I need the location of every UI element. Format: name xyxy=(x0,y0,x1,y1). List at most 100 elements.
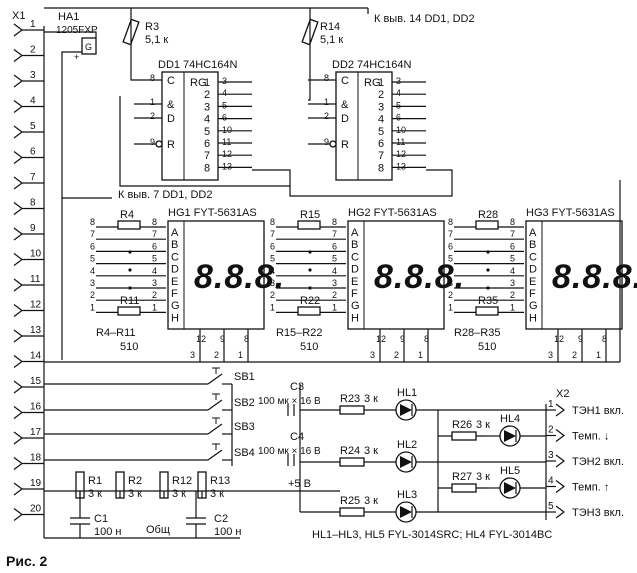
resistor-r14: R14 5,1 к xyxy=(301,18,343,46)
x1-pin-number: 8 xyxy=(30,198,36,209)
digit-pin-label: 9 xyxy=(578,334,583,344)
segment-letter: C xyxy=(529,251,537,263)
buzzer-ha1: HA1 1205FXP G + xyxy=(44,11,98,360)
register-output-bit: 6 xyxy=(204,138,210,150)
segment-pin-right: 8 xyxy=(332,217,337,227)
x1-pin-contact xyxy=(13,457,23,470)
c1-ref: C1 xyxy=(94,513,108,525)
capacitor-c3: C3 100 мк × 16 В xyxy=(258,381,321,416)
resistor-first xyxy=(475,220,499,230)
x2-pin-number: 4 xyxy=(548,476,554,487)
led-arrow xyxy=(504,430,516,442)
register-body xyxy=(335,71,393,181)
resistor-first xyxy=(117,220,141,230)
register-output-bit: 1 xyxy=(204,77,210,89)
indicator-title: HG2 FYT-5631AS xyxy=(348,207,437,219)
segment-pin-left: 6 xyxy=(448,241,453,251)
segment-pin-left: 3 xyxy=(90,278,95,288)
register-reset-bubble xyxy=(155,140,163,148)
c3-ref: C3 xyxy=(290,381,304,393)
button-sb3[interactable]: SB3 xyxy=(44,417,255,435)
segment-letter: D xyxy=(351,264,359,276)
button-contact xyxy=(207,373,223,385)
register-output-pin: 13 xyxy=(396,161,406,171)
x1-pin-number: 15 xyxy=(30,376,42,387)
digit-pin-label: 8 xyxy=(602,334,607,344)
led-resistor-ref: R25 xyxy=(340,495,360,507)
register-output-pin: 4 xyxy=(396,88,401,98)
led-resistor-value: 3 к xyxy=(476,471,490,483)
segment-pin-right: 4 xyxy=(332,266,337,276)
button-sb2[interactable]: SB2 xyxy=(44,393,255,411)
x1-pin-contact xyxy=(13,380,23,394)
register-title: DD1 74HC164N xyxy=(158,59,238,71)
segment-pin-left: 4 xyxy=(448,266,453,276)
segment-letter: G xyxy=(529,300,538,312)
segment-pin-left: 4 xyxy=(90,266,95,276)
button-sb4[interactable]: SB4 xyxy=(44,443,255,461)
register-output-bit: 1 xyxy=(378,77,384,89)
register-output-bit: 4 xyxy=(378,114,384,126)
x1-pin-number: 11 xyxy=(30,274,41,285)
register-input-pin: 2 xyxy=(150,111,155,121)
digit-number-label: 1 xyxy=(596,350,601,360)
digit-pin-label: 12 xyxy=(376,334,386,344)
segment-pin-right: 1 xyxy=(510,302,515,312)
x1-pin-number: 12 xyxy=(30,300,42,311)
x1-pin-contact xyxy=(13,49,23,62)
register-output-pin: 11 xyxy=(222,137,231,147)
button-label: SB1 xyxy=(234,371,255,383)
resistor-first-ref: R4 xyxy=(120,209,134,221)
capacitor-c1: C1 100 н xyxy=(70,513,121,538)
led-ref: HL2 xyxy=(397,439,417,451)
led-resistor xyxy=(451,483,477,493)
button-label: SB4 xyxy=(234,447,255,459)
x1-pin-contact xyxy=(13,125,23,139)
digit-pin-label: 12 xyxy=(196,334,206,344)
segment-pin-right: 3 xyxy=(152,278,157,288)
x1-pin-contact xyxy=(13,482,23,496)
register-input-label: & xyxy=(167,99,175,111)
clock-bus xyxy=(119,96,290,187)
digit-number-label: 2 xyxy=(394,350,399,360)
digit-pin-label: 9 xyxy=(220,334,225,344)
segment-pin-left: 5 xyxy=(448,254,453,264)
digit-number-label: 2 xyxy=(572,350,577,360)
segment-pin-right: 5 xyxy=(152,254,157,264)
segment-pin-right: 6 xyxy=(332,241,337,251)
segment-letter: A xyxy=(351,227,359,239)
x1-pin-contact xyxy=(13,151,23,164)
pullup-value: 3 к xyxy=(128,488,142,500)
register-input-pin: 9 xyxy=(324,137,329,147)
stack-dot xyxy=(308,250,312,254)
led-arrow xyxy=(400,456,412,468)
x1-pin-number: 17 xyxy=(30,427,42,438)
button-contact xyxy=(207,423,223,435)
button-sb1[interactable]: SB1 xyxy=(44,367,255,385)
pullup-value: 3 к xyxy=(172,488,186,500)
x2-pin-contact xyxy=(555,505,565,519)
segment-letter: F xyxy=(171,288,178,300)
segment-pin-left: 2 xyxy=(270,290,275,300)
c1-value: 100 н xyxy=(94,526,121,538)
led-ref: HL5 xyxy=(500,465,520,477)
buzzer-mark-plus: + xyxy=(74,52,79,62)
stack-dot xyxy=(486,286,490,290)
register-output-pin: 5 xyxy=(396,100,401,110)
pullup-ref: R1 xyxy=(88,475,102,487)
x1-pin-contact xyxy=(13,227,23,241)
r3-value: 5,1 к xyxy=(145,34,168,46)
x1-pin-number: 4 xyxy=(30,96,36,107)
register-output-bit: 2 xyxy=(204,89,210,101)
x1-pin-contact xyxy=(13,74,23,88)
x1-pin-number: 10 xyxy=(30,249,42,260)
segment-letter: F xyxy=(529,288,536,300)
led-types-note: HL1–HL3, HL5 FYL-3014SRC; HL4 FYL-3014BC xyxy=(312,529,552,541)
segment-letter: B xyxy=(351,239,358,251)
x1-pin-number: 18 xyxy=(30,453,42,464)
